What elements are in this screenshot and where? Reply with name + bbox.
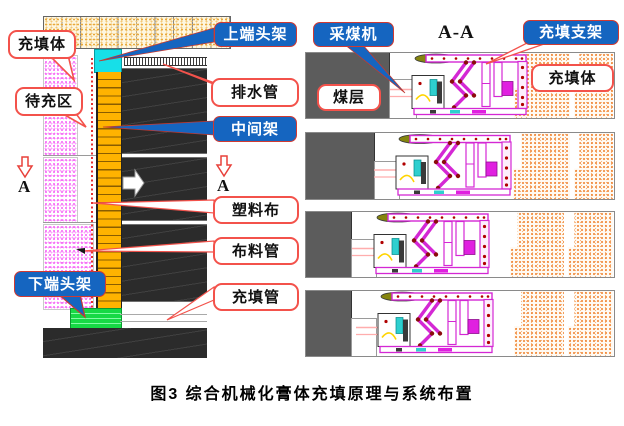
callout-label: 充填体 <box>17 36 66 53</box>
callout-label: 充填管 <box>231 288 280 306</box>
upper-end-support-block <box>94 49 122 73</box>
filling-body-block <box>574 133 613 199</box>
section-panel-4 <box>305 290 615 357</box>
coal-face-block-2 <box>122 157 207 221</box>
plastic-sheet-line <box>91 58 93 308</box>
floor-step-line <box>351 239 377 277</box>
callout-label: 煤层 <box>332 89 365 106</box>
callout-label: 中间架 <box>230 120 279 138</box>
callout-label: 采煤机 <box>329 26 378 43</box>
section-letter-right: A <box>217 176 230 195</box>
callout-label: 排水管 <box>230 84 279 101</box>
section-line <box>43 155 96 156</box>
callout-drain-pipe: 排水管 <box>211 78 299 107</box>
filling-support-machine <box>352 212 491 276</box>
callout-label: 塑料布 <box>231 201 280 219</box>
coal-seam-block <box>306 212 352 277</box>
section-line <box>43 222 96 223</box>
callout-filling-pipe: 充填管 <box>213 283 299 311</box>
section-panel-3 <box>305 211 615 278</box>
coal-seam-block <box>306 291 352 356</box>
filling-body-block <box>514 291 564 356</box>
drain-pipe-strip <box>124 57 207 66</box>
callout-filling-body-left: 充填体 <box>8 30 76 59</box>
floor-step-line <box>351 318 377 356</box>
section-arrow-left <box>16 156 34 179</box>
figure-caption: 图3 综合机械化膏体充填原理与系统布置 <box>150 386 474 403</box>
filled-body-strip-3 <box>43 224 94 310</box>
filled-body-strip-2 <box>43 157 78 223</box>
callout-filling-support: 充填支架 <box>523 20 619 45</box>
section-view-title: A-A <box>438 22 475 43</box>
section-letter-left: A <box>18 177 31 196</box>
callout-label: 上端头架 <box>223 26 288 43</box>
callout-upper-end-support: 上端头架 <box>214 22 297 47</box>
callout-label: 充填支架 <box>538 24 603 41</box>
callout-plastic-sheet: 塑料布 <box>213 196 299 224</box>
middle-support-column <box>96 72 122 308</box>
callout-label: 布料管 <box>231 242 280 260</box>
coal-seam-block <box>306 133 375 199</box>
callout-label: 充填体 <box>548 69 597 87</box>
callout-label: 下端头架 <box>27 275 92 293</box>
filling-support-machine <box>374 133 513 197</box>
section-arrow-right <box>215 155 233 178</box>
filling-body-block <box>568 291 613 356</box>
callout-label: 待充区 <box>24 93 73 110</box>
filling-pipe-line <box>120 314 207 322</box>
filling-body-block <box>513 133 570 199</box>
section-panel-2 <box>305 132 615 200</box>
filling-body-block <box>510 212 564 277</box>
callout-filling-body-right: 充填体 <box>531 64 614 92</box>
callout-distribution-pipe: 布料管 <box>213 237 299 265</box>
coal-face-block-1 <box>122 68 207 154</box>
callout-coal-seam: 煤层 <box>317 84 381 111</box>
filling-body-block <box>568 212 613 277</box>
callout-lower-end-support: 下端头架 <box>14 271 106 297</box>
bottom-roadway-bar <box>43 328 207 358</box>
coal-face-block-3 <box>122 224 207 302</box>
lower-end-support-block <box>70 308 122 329</box>
callout-zone-to-fill: 待充区 <box>15 87 83 116</box>
callout-middle-support: 中间架 <box>213 116 297 142</box>
filling-support-machine <box>390 53 529 117</box>
callout-coal-shearer: 采煤机 <box>313 22 394 47</box>
filling-support-machine <box>356 291 495 355</box>
